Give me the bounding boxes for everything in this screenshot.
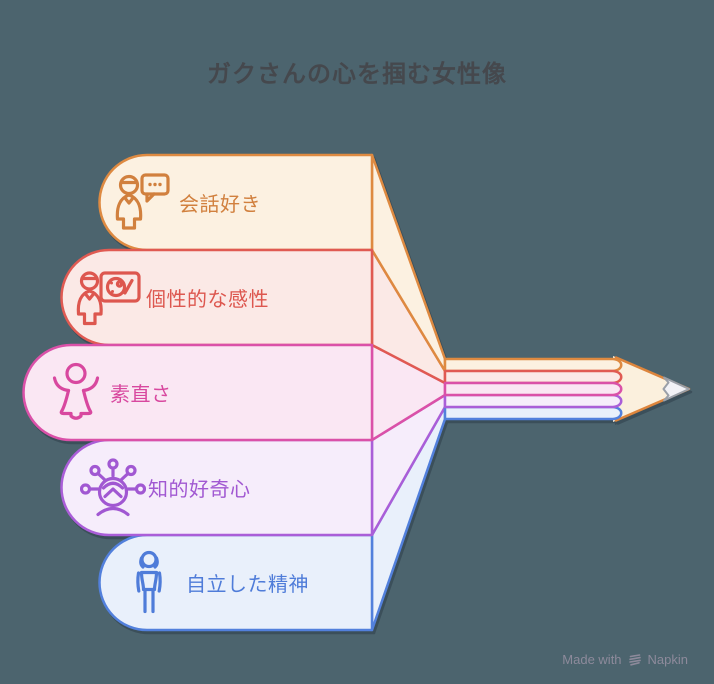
watermark-made-with: Made with — [562, 652, 622, 667]
banner-4 — [60, 438, 374, 537]
item-row-2: 個性的な感性 — [76, 250, 269, 345]
item-label-3: 素直さ — [110, 384, 172, 406]
item-row-4: 知的好奇心 — [80, 440, 251, 535]
napkin-logo-icon — [628, 653, 642, 667]
pencil-stripe-2 — [443, 369, 623, 385]
watermark-brand: Napkin — [647, 652, 688, 667]
pencil-graphite-tip — [662, 376, 690, 402]
standing-woman-icon — [124, 550, 174, 616]
item-row-5: 自立した精神 — [124, 535, 309, 630]
item-label-4: 知的好奇心 — [148, 479, 251, 501]
pencil-wood-tip — [613, 356, 689, 422]
item-label-2: 個性的な感性 — [146, 289, 269, 311]
banner-5 — [98, 533, 374, 632]
curious-mind-icon — [80, 457, 146, 519]
banner-3 — [22, 343, 374, 442]
page-title: ガクさんの心を掴む女性像 — [207, 61, 507, 88]
item-row-1: 会話好き — [113, 155, 261, 250]
napkin-watermark: Made with Napkin — [562, 652, 688, 667]
pencil-stripe-4 — [443, 393, 623, 409]
person-palette-icon — [76, 266, 142, 330]
item-label-1: 会話好き — [179, 194, 261, 216]
child-open-arms-icon — [48, 362, 104, 424]
pencil-stripe-1 — [443, 357, 623, 373]
pencil-stripe-5 — [443, 405, 623, 421]
item-label-5: 自立した精神 — [186, 574, 309, 596]
item-row-3: 素直さ — [48, 345, 172, 440]
person-chat-icon — [113, 172, 173, 234]
pencil-stripe-3 — [443, 381, 623, 397]
